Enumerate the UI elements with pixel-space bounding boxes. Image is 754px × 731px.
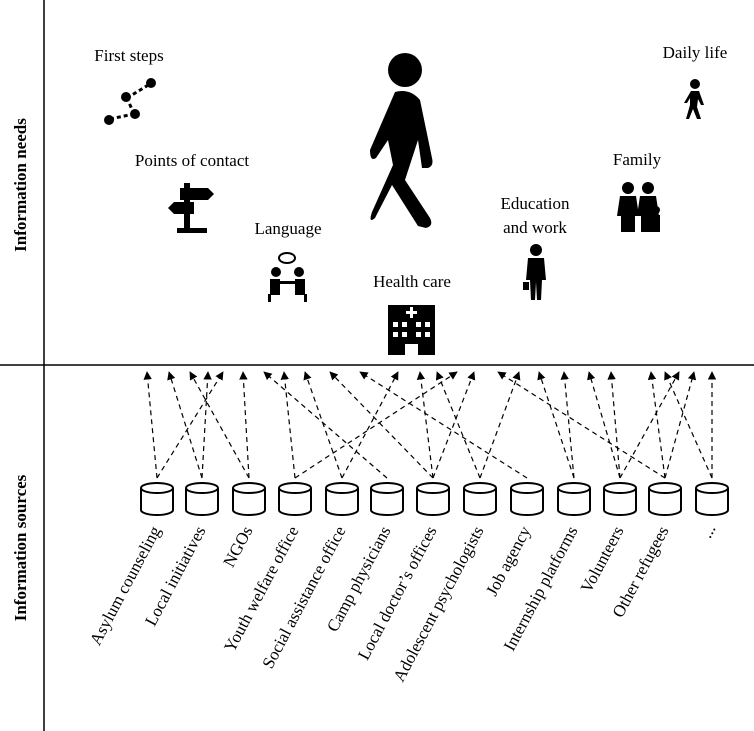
sources-axis-label: Information sources <box>11 474 30 621</box>
database-icon <box>557 482 591 516</box>
database-icon <box>232 482 266 516</box>
need-daily-life: Daily life <box>663 43 728 62</box>
connection-arrow <box>560 371 575 479</box>
source-label: ... <box>697 521 720 541</box>
source-label: Volunteers <box>577 523 628 596</box>
connection-arrow <box>167 371 203 479</box>
path-nodes-icon <box>104 78 156 125</box>
database-icon <box>325 482 359 516</box>
connection-arrow <box>294 371 458 479</box>
businessman-icon <box>523 244 546 300</box>
needs-axis-label: Information needs <box>11 118 30 252</box>
database-icon <box>278 482 312 516</box>
need-education-work: Education <box>501 194 570 213</box>
connection-arrow <box>239 371 250 479</box>
database-icon <box>370 482 404 516</box>
walking-person-small-icon <box>684 79 704 119</box>
need-first-steps: First steps <box>94 46 163 65</box>
connection-arrow <box>416 371 434 479</box>
source-label: Job agency <box>482 523 535 599</box>
walking-person-large-icon <box>370 53 433 228</box>
connection-arrow <box>647 371 666 479</box>
connection-arrow <box>263 371 388 479</box>
need-health-care: Health care <box>373 272 451 291</box>
database-icon <box>185 482 219 516</box>
information-sources: Asylum counseling Local initiatives NGOs… <box>86 482 729 685</box>
connection-arrow <box>329 371 434 479</box>
connection-arrow <box>664 371 697 479</box>
need-family: Family <box>613 150 662 169</box>
connection-arrow <box>619 371 680 479</box>
database-icon <box>510 482 544 516</box>
connection-arrow <box>189 371 250 479</box>
connection-arrow <box>497 371 666 479</box>
connection-arrow <box>143 371 158 479</box>
database-icon <box>695 482 729 516</box>
connection-arrow <box>587 371 621 479</box>
connection-arrow <box>156 371 224 479</box>
database-icon <box>140 482 174 516</box>
source-label: Asylum counseling <box>86 523 165 649</box>
connection-arrow <box>432 371 476 479</box>
connection-arrow <box>664 371 713 479</box>
connection-arrow <box>280 371 296 479</box>
connection-arrow <box>435 371 481 479</box>
signpost-icon <box>168 183 214 233</box>
need-language: Language <box>254 219 321 238</box>
conversation-icon <box>268 252 307 302</box>
family-icon <box>617 182 660 232</box>
database-icon <box>463 482 497 516</box>
connection-arrows <box>143 371 717 479</box>
hospital-icon <box>388 305 435 355</box>
source-label: NGOs <box>219 523 256 570</box>
database-icon <box>603 482 637 516</box>
database-icon <box>416 482 450 516</box>
connection-arrow <box>607 371 621 479</box>
source-label: Social assistance office <box>258 523 349 672</box>
source-label: Adolescent psychologists <box>389 523 487 685</box>
connection-arrow <box>359 371 528 479</box>
connection-arrow <box>201 371 212 479</box>
connection-arrow <box>479 371 521 479</box>
need-points-of-contact: Points of contact <box>135 151 250 170</box>
need-education-work-line2: and work <box>503 218 567 237</box>
database-icon <box>648 482 682 516</box>
connection-arrow <box>303 371 343 479</box>
connection-arrow <box>537 371 575 479</box>
connection-arrow <box>341 371 399 479</box>
